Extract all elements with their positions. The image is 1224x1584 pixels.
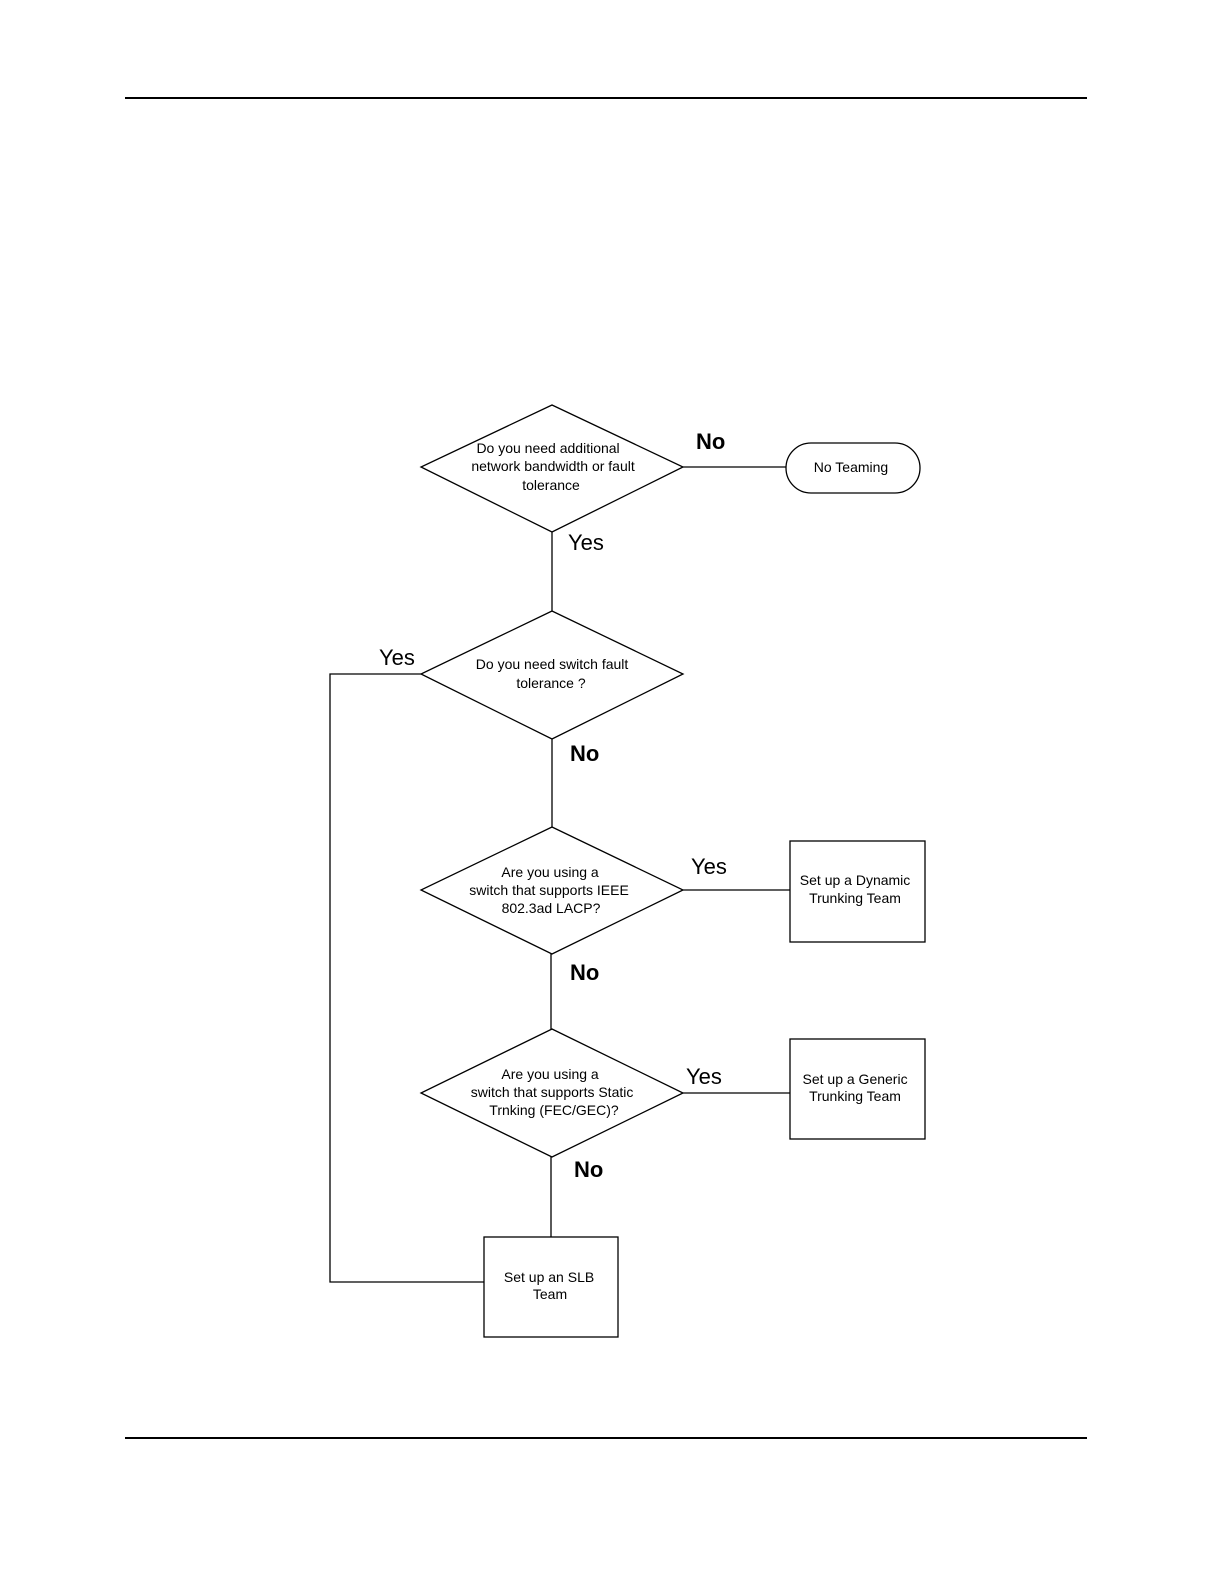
- process-text: Set up a Dynamic Trunking Team: [800, 872, 914, 906]
- process-text-line: Set up an SLB: [504, 1269, 594, 1285]
- edge-label-yes: Yes: [568, 530, 604, 555]
- process-text-line: Trunking Team: [809, 1088, 901, 1104]
- edge-label-no: No: [570, 960, 599, 985]
- decision-text: Do you need switch fault tolerance ?: [476, 656, 632, 691]
- process-box: [483, 1236, 619, 1338]
- terminator-no-teaming: No Teaming: [785, 442, 921, 494]
- decision-text-line: 802.3ad LACP?: [502, 900, 601, 916]
- edge-label-no: No: [574, 1157, 603, 1182]
- decision-text-line: tolerance: [522, 477, 580, 493]
- decision-text-line: Are you using a: [501, 864, 598, 880]
- decision-switch-fault-tolerance: Do you need switch fault tolerance ?: [419, 610, 685, 740]
- decision-text-line: switch that supports Static: [471, 1084, 634, 1100]
- decision-diamond: [419, 610, 685, 740]
- edge-label-yes: Yes: [691, 854, 727, 879]
- process-text: Set up a Generic Trunking Team: [803, 1071, 912, 1104]
- connectors: [329, 466, 790, 1283]
- edge-label-yes: Yes: [686, 1064, 722, 1089]
- decision-text-line: Are you using a: [501, 1066, 598, 1082]
- decision-text-line: Do you need additional: [476, 440, 619, 456]
- edge-label-yes: Yes: [379, 645, 415, 670]
- decision-text-line: tolerance ?: [516, 675, 585, 691]
- terminator-shape: [785, 442, 921, 494]
- decision-text: Do you need additional network bandwidth…: [471, 440, 638, 493]
- process-dynamic-trunking-team: Set up a Dynamic Trunking Team: [789, 840, 926, 943]
- decision-text-line: Trnking (FEC/GEC)?: [489, 1102, 619, 1118]
- process-text-line: Team: [533, 1286, 567, 1302]
- decision-text-line: network bandwidth or fault: [471, 458, 635, 474]
- decision-text-line: Do you need switch fault: [476, 656, 629, 672]
- decision-text-line: switch that supports IEEE: [469, 882, 629, 898]
- process-box: [789, 840, 926, 943]
- process-box: [789, 1038, 926, 1140]
- edge-label-no: No: [696, 429, 725, 454]
- decision-bandwidth-fault-tolerance: Do you need additional network bandwidth…: [419, 404, 685, 533]
- decision-text: Are you using a switch that supports Sta…: [471, 1066, 638, 1118]
- footer-rule: [125, 1437, 1087, 1439]
- process-generic-trunking-team: Set up a Generic Trunking Team: [789, 1038, 926, 1140]
- edge-label-no: No: [570, 741, 599, 766]
- process-slb-team: Set up an SLB Team: [483, 1236, 619, 1338]
- edge-q2-yes: [329, 673, 484, 1283]
- decision-static-trunking-switch: Are you using a switch that supports Sta…: [419, 1028, 685, 1158]
- process-text-line: Trunking Team: [809, 890, 901, 906]
- decision-diamond: [419, 826, 685, 955]
- process-text-line: Set up a Dynamic: [800, 872, 911, 888]
- process-text-line: Set up a Generic: [803, 1071, 908, 1087]
- decision-diamond: [419, 1028, 685, 1158]
- edge-labels: No Yes Yes No Yes No Yes No: [379, 429, 727, 1182]
- decision-lacp-switch: Are you using a switch that supports IEE…: [419, 826, 685, 955]
- decision-diamond: [419, 404, 685, 533]
- process-text: Set up an SLB Team: [504, 1269, 598, 1302]
- decision-text: Are you using a switch that supports IEE…: [469, 864, 632, 916]
- header-rule: [125, 97, 1087, 99]
- terminator-text: No Teaming: [814, 459, 888, 475]
